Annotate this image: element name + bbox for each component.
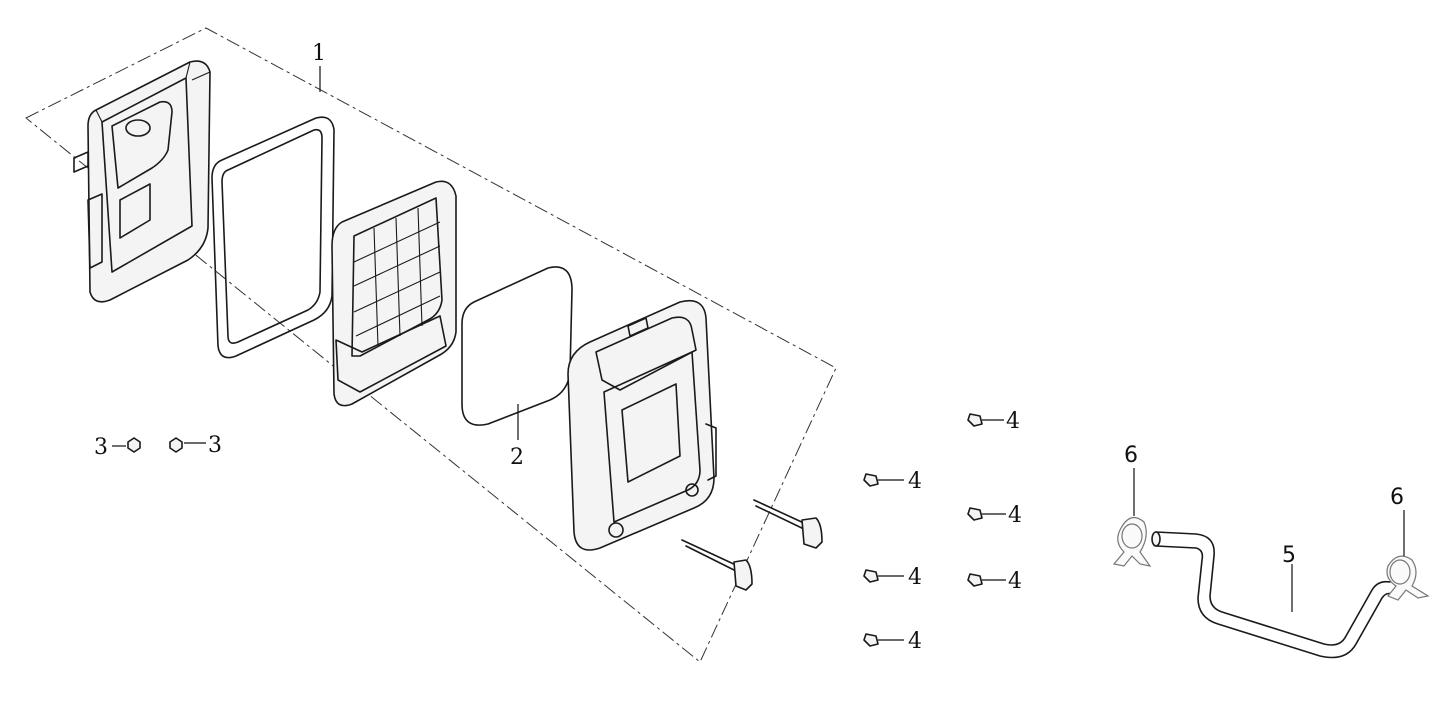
callout-4-mid-left: 4	[908, 469, 922, 494]
callout-4-top: 4	[1006, 409, 1020, 434]
screws	[863, 413, 1006, 647]
leader-lines	[319, 66, 1405, 612]
callout-2: 2	[510, 445, 524, 470]
cover-bolts	[681, 499, 823, 591]
callout-3-left: 3	[94, 435, 108, 460]
callout-6-right: 6	[1390, 485, 1404, 510]
hose-clamps	[1112, 516, 1430, 601]
nuts	[112, 437, 206, 453]
callout-labels: 1 2 3 3 4 4 4 4 4 4 5 6 6	[94, 41, 1404, 654]
callout-4-lower-right: 4	[1008, 569, 1022, 594]
filter-element	[461, 266, 573, 426]
callout-6-left: 6	[1124, 443, 1138, 468]
callout-4-mid-right: 4	[1008, 503, 1022, 528]
air-cleaner-cover	[567, 299, 717, 551]
callout-5: 5	[1282, 543, 1296, 568]
callout-3-right: 3	[208, 433, 222, 458]
gasket	[211, 116, 335, 359]
assembly-boundary	[25, 27, 837, 663]
air-cleaner-base	[73, 60, 211, 303]
callout-1: 1	[312, 41, 326, 66]
callout-4-lower-left: 4	[908, 565, 922, 590]
callout-4-bottom: 4	[908, 629, 922, 654]
breather-hose	[1151, 531, 1393, 659]
filter-holder	[331, 180, 457, 407]
